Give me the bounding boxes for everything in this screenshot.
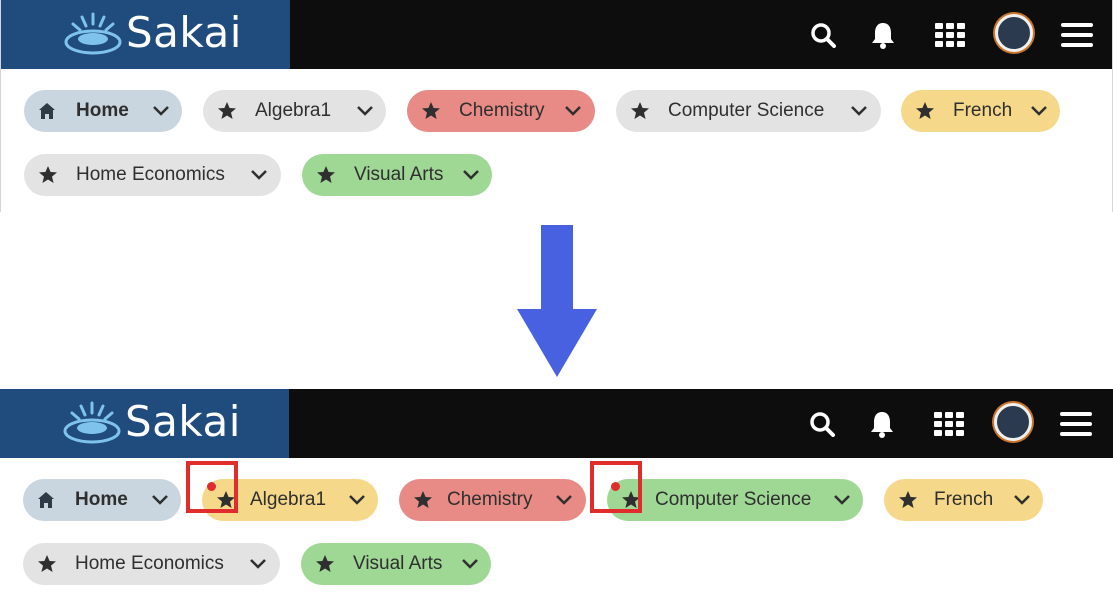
star-icon[interactable] (413, 490, 433, 510)
star-icon[interactable] (898, 490, 918, 510)
sakai-logo-icon (63, 401, 121, 444)
tab-chemistry[interactable]: Chemistry (399, 479, 586, 521)
chevron-down-icon[interactable] (152, 103, 170, 119)
menu-icon[interactable] (1059, 17, 1095, 53)
avatar[interactable] (994, 403, 1032, 441)
star-icon[interactable] (316, 165, 336, 185)
tab-label: Computer Science (668, 100, 825, 121)
chevron-down-icon[interactable] (555, 492, 573, 508)
logo-text: Sakai (126, 8, 242, 57)
bell-icon[interactable] (865, 17, 901, 53)
site-header: Sakai (0, 389, 1113, 458)
home-icon (38, 492, 54, 508)
tab-label: Home Economics (76, 164, 225, 185)
chevron-down-icon[interactable] (833, 492, 851, 508)
search-icon[interactable] (804, 406, 840, 442)
marker-dot (611, 482, 620, 491)
tab-label: Visual Arts (353, 553, 443, 574)
star-icon[interactable] (621, 490, 641, 510)
tab-home[interactable]: Home (24, 90, 182, 132)
tab-label: Computer Science (655, 489, 812, 510)
star-icon[interactable] (315, 554, 335, 574)
tab-computer-science[interactable]: Computer Science (607, 479, 863, 521)
avatar[interactable] (995, 14, 1033, 52)
chevron-down-icon[interactable] (1030, 103, 1048, 119)
search-icon[interactable] (805, 17, 841, 53)
tab-label: Algebra1 (250, 489, 327, 510)
chevron-down-icon[interactable] (356, 103, 374, 119)
tab-label: Chemistry (459, 100, 545, 121)
tab-label: Home (75, 489, 128, 510)
tab-label: Home Economics (75, 553, 224, 574)
chevron-down-icon[interactable] (151, 492, 169, 508)
apps-grid-icon[interactable] (932, 17, 968, 53)
star-icon[interactable] (421, 101, 441, 121)
star-icon[interactable] (915, 101, 935, 121)
chevron-down-icon[interactable] (564, 103, 582, 119)
apps-grid-icon[interactable] (931, 406, 967, 442)
before-panel: Sakai Home Algebra1 Chemistr (0, 0, 1113, 212)
star-icon[interactable] (38, 165, 58, 185)
tab-home-economics[interactable]: Home Economics (24, 154, 281, 196)
tab-chemistry[interactable]: Chemistry (407, 90, 595, 132)
tab-visual-arts[interactable]: Visual Arts (301, 543, 491, 585)
logo[interactable]: Sakai (1, 0, 290, 69)
sakai-logo-icon (64, 12, 122, 55)
tab-visual-arts[interactable]: Visual Arts (302, 154, 492, 196)
tab-label: Home (76, 100, 129, 121)
site-header: Sakai (1, 0, 1112, 69)
tab-home-economics[interactable]: Home Economics (23, 543, 280, 585)
logo[interactable]: Sakai (0, 389, 289, 458)
tab-algebra1[interactable]: Algebra1 (202, 479, 378, 521)
chevron-down-icon[interactable] (1013, 492, 1031, 508)
tab-label: Algebra1 (255, 100, 332, 121)
down-arrow-icon (517, 225, 597, 377)
star-icon[interactable] (217, 101, 237, 121)
highlight-marker (590, 461, 642, 513)
star-icon[interactable] (630, 101, 650, 121)
tab-french[interactable]: French (901, 90, 1060, 132)
highlight-marker (186, 461, 238, 513)
tab-label: Visual Arts (354, 164, 444, 185)
logo-text: Sakai (125, 397, 241, 446)
chevron-down-icon[interactable] (348, 492, 366, 508)
chevron-down-icon[interactable] (249, 556, 267, 572)
after-panel: Sakai Home Algebra1 Chemistr (0, 389, 1113, 601)
tab-label: French (934, 489, 994, 510)
tab-label: French (953, 100, 1013, 121)
marker-dot (207, 482, 216, 491)
menu-icon[interactable] (1058, 406, 1094, 442)
star-icon[interactable] (37, 554, 57, 574)
tab-home[interactable]: Home (23, 479, 181, 521)
chevron-down-icon[interactable] (250, 167, 268, 183)
star-icon[interactable] (216, 490, 236, 510)
bell-icon[interactable] (864, 406, 900, 442)
tab-computer-science[interactable]: Computer Science (616, 90, 881, 132)
home-icon (39, 103, 55, 119)
chevron-down-icon[interactable] (462, 167, 480, 183)
chevron-down-icon[interactable] (461, 556, 479, 572)
tab-algebra1[interactable]: Algebra1 (203, 90, 386, 132)
chevron-down-icon[interactable] (850, 103, 868, 119)
tab-label: Chemistry (447, 489, 533, 510)
tab-french[interactable]: French (884, 479, 1043, 521)
